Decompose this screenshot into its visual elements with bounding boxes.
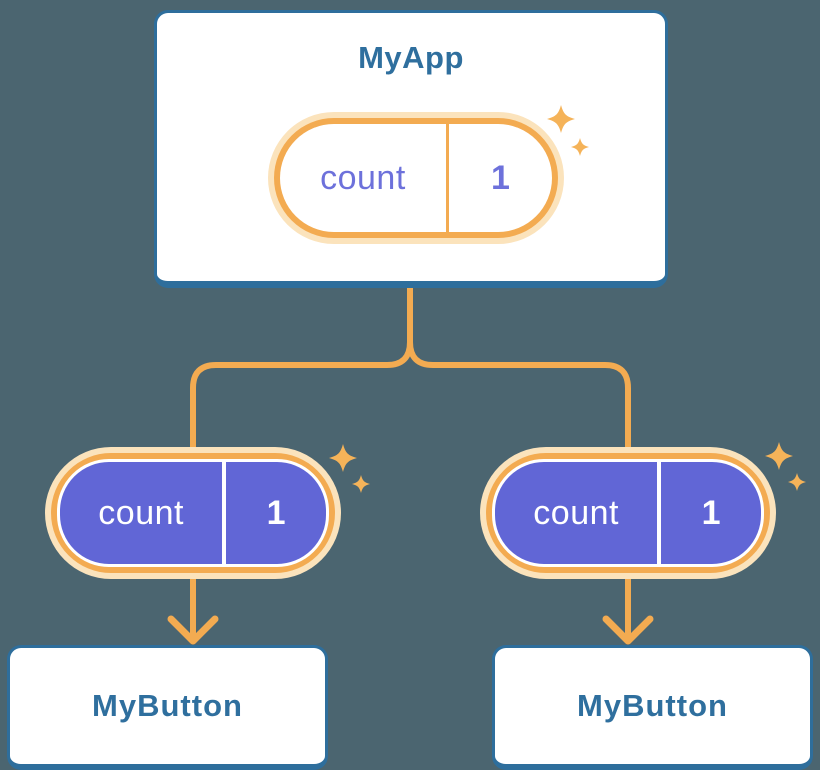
arrow-down-icon <box>167 615 219 645</box>
state-name-label: count <box>533 493 619 532</box>
pill-orange-ring: count 1 <box>274 118 558 238</box>
state-name-label: count <box>320 158 406 197</box>
component-title: MyButton <box>92 688 243 723</box>
pill-orange-ring: count 1 <box>486 453 770 573</box>
arrow-down-icon <box>602 615 654 645</box>
pill-body: count 1 <box>492 459 764 567</box>
component-title: MyButton <box>577 688 728 723</box>
component-card-mybutton-right: MyButton <box>492 645 813 770</box>
state-pill: count 1 <box>45 447 341 579</box>
component-card-mybutton-left: MyButton <box>7 645 328 770</box>
pill-divider <box>657 462 662 564</box>
component-card-myapp: MyApp count 1 <box>154 10 668 288</box>
state-pill: count 1 <box>480 447 776 579</box>
state-name-label: count <box>98 493 184 532</box>
state-pill: count 1 <box>268 112 564 244</box>
state-value: 1 <box>490 158 510 197</box>
pill-orange-ring: count 1 <box>51 453 335 573</box>
component-title: MyApp <box>358 40 464 75</box>
pill-body: count 1 <box>280 124 552 232</box>
state-value: 1 <box>701 493 721 532</box>
state-value: 1 <box>266 493 286 532</box>
connector-branch-right <box>407 284 631 637</box>
pill-body: count 1 <box>57 459 329 567</box>
pill-divider <box>222 462 227 564</box>
pill-divider <box>445 124 449 232</box>
